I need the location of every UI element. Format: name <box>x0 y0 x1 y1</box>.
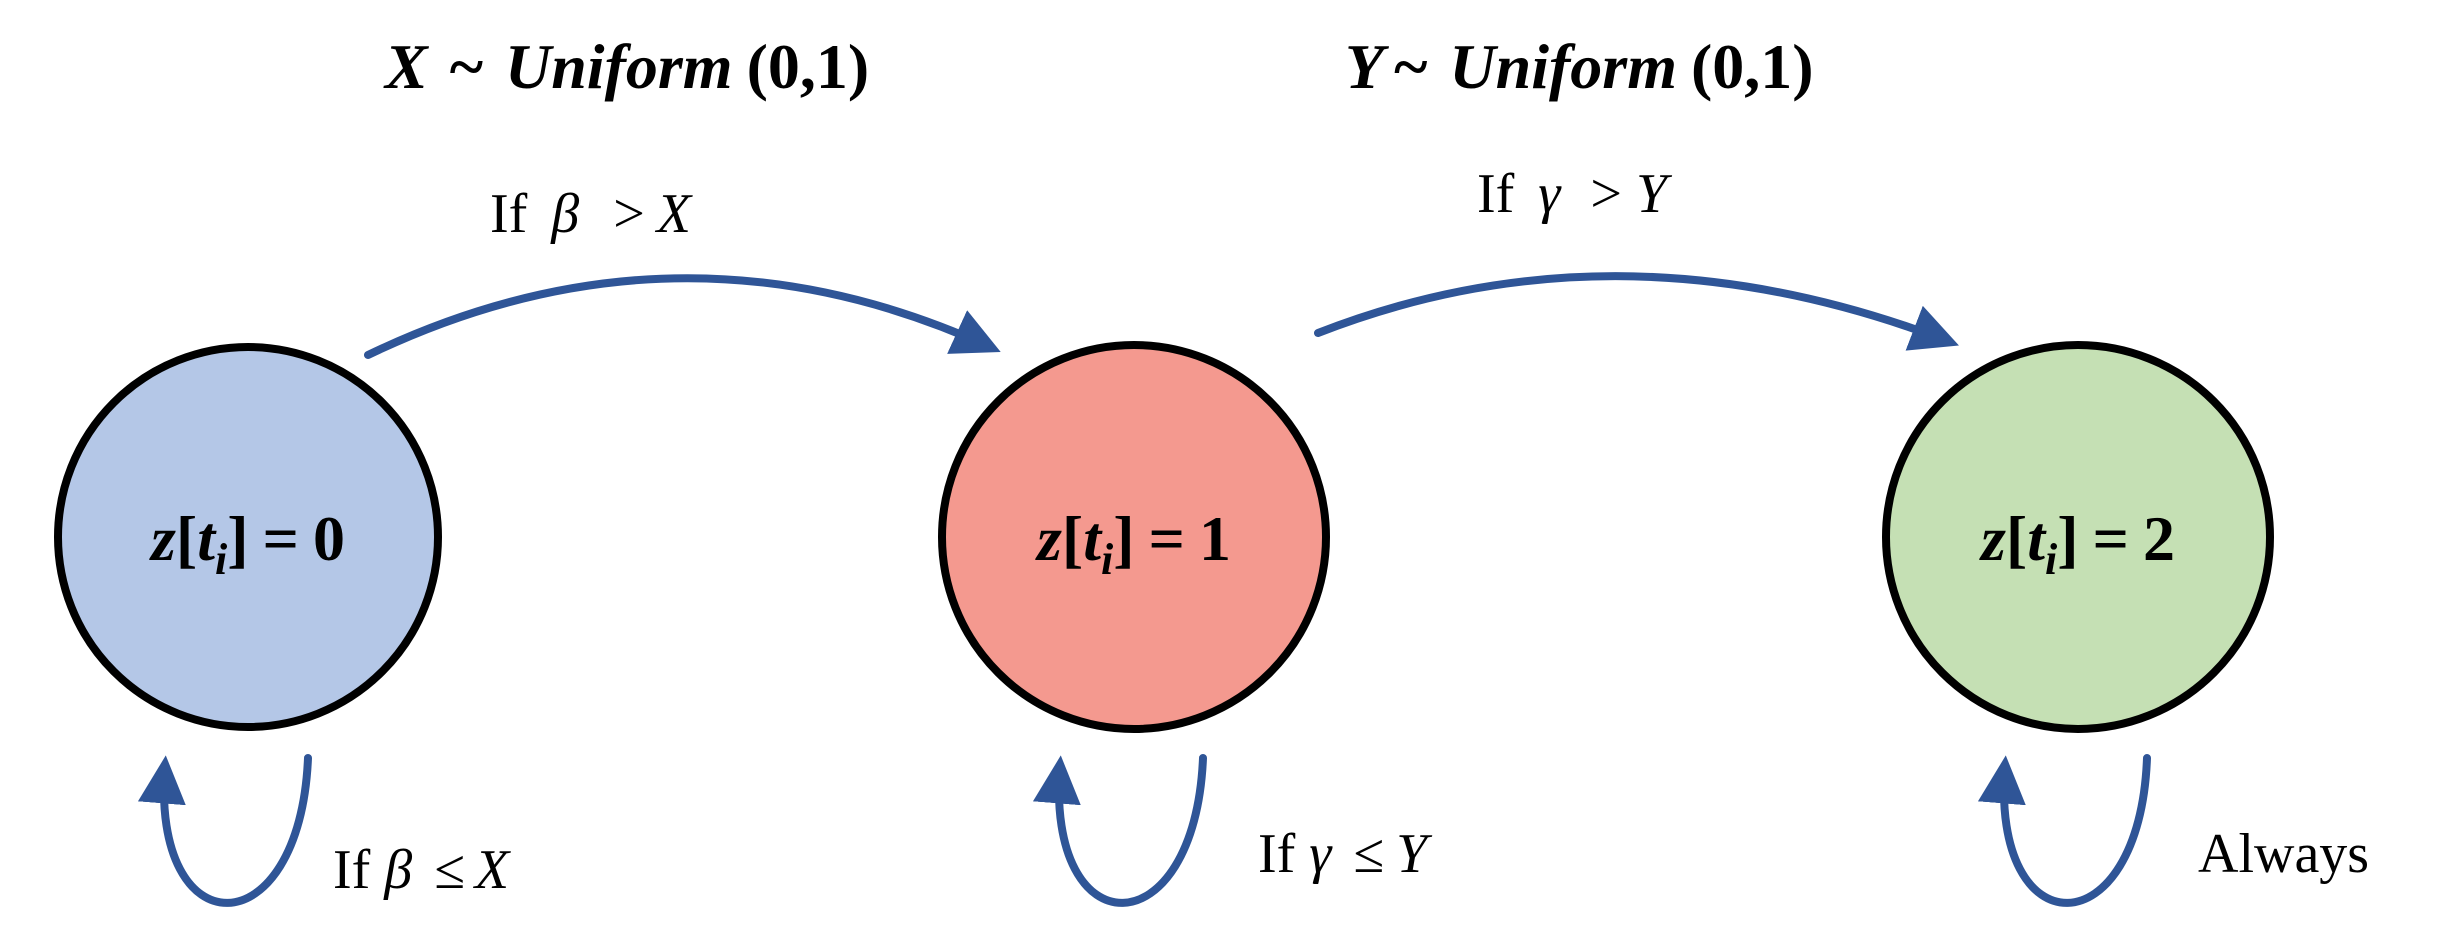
self-loop-arrow-1 <box>1033 754 1207 907</box>
state-2-label: z[ti]=2 <box>1979 503 2175 584</box>
self-loop-arrow-0 <box>138 754 312 907</box>
self-loop-2-label: Always <box>2198 823 2369 885</box>
state-node-2: z[ti]=2 <box>1882 341 2274 733</box>
transition-arrow-1-to-2 <box>1314 272 1959 351</box>
self-loop-arrow-2 <box>1978 754 2151 907</box>
state-0-label: z[ti]=0 <box>149 503 345 584</box>
state-node-0: z[ti]=0 <box>54 343 442 731</box>
distribution-x-label: X~Uniform(0,1) <box>383 31 869 102</box>
state-node-1: z[ti]=1 <box>938 341 1330 733</box>
state-1-label: z[ti]=1 <box>1035 503 1231 584</box>
transition-arrow-0-to-1 <box>364 274 1001 359</box>
distribution-y-label: Y~Uniform(0,1) <box>1345 31 1814 102</box>
